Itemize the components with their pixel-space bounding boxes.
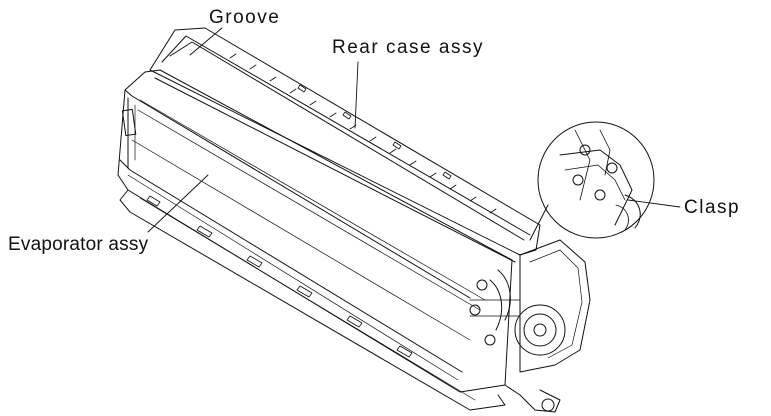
rear-case-assembly <box>149 27 541 263</box>
side-bracket <box>469 239 591 413</box>
base-tray <box>119 189 506 411</box>
leader-evaporator <box>147 174 209 233</box>
clasp-detail-circle <box>529 121 655 241</box>
clasp-label: Clasp <box>684 197 741 218</box>
evaporator-label: Evaporator assy <box>8 234 149 255</box>
leader-groove <box>189 27 223 56</box>
evaporator-body <box>117 69 513 393</box>
leader-rear-case <box>354 61 359 129</box>
leader-lines <box>147 27 681 233</box>
leader-clasp <box>627 199 681 208</box>
groove-label: Groove <box>209 7 281 28</box>
rear-case-label: Rear case assy <box>332 37 484 58</box>
